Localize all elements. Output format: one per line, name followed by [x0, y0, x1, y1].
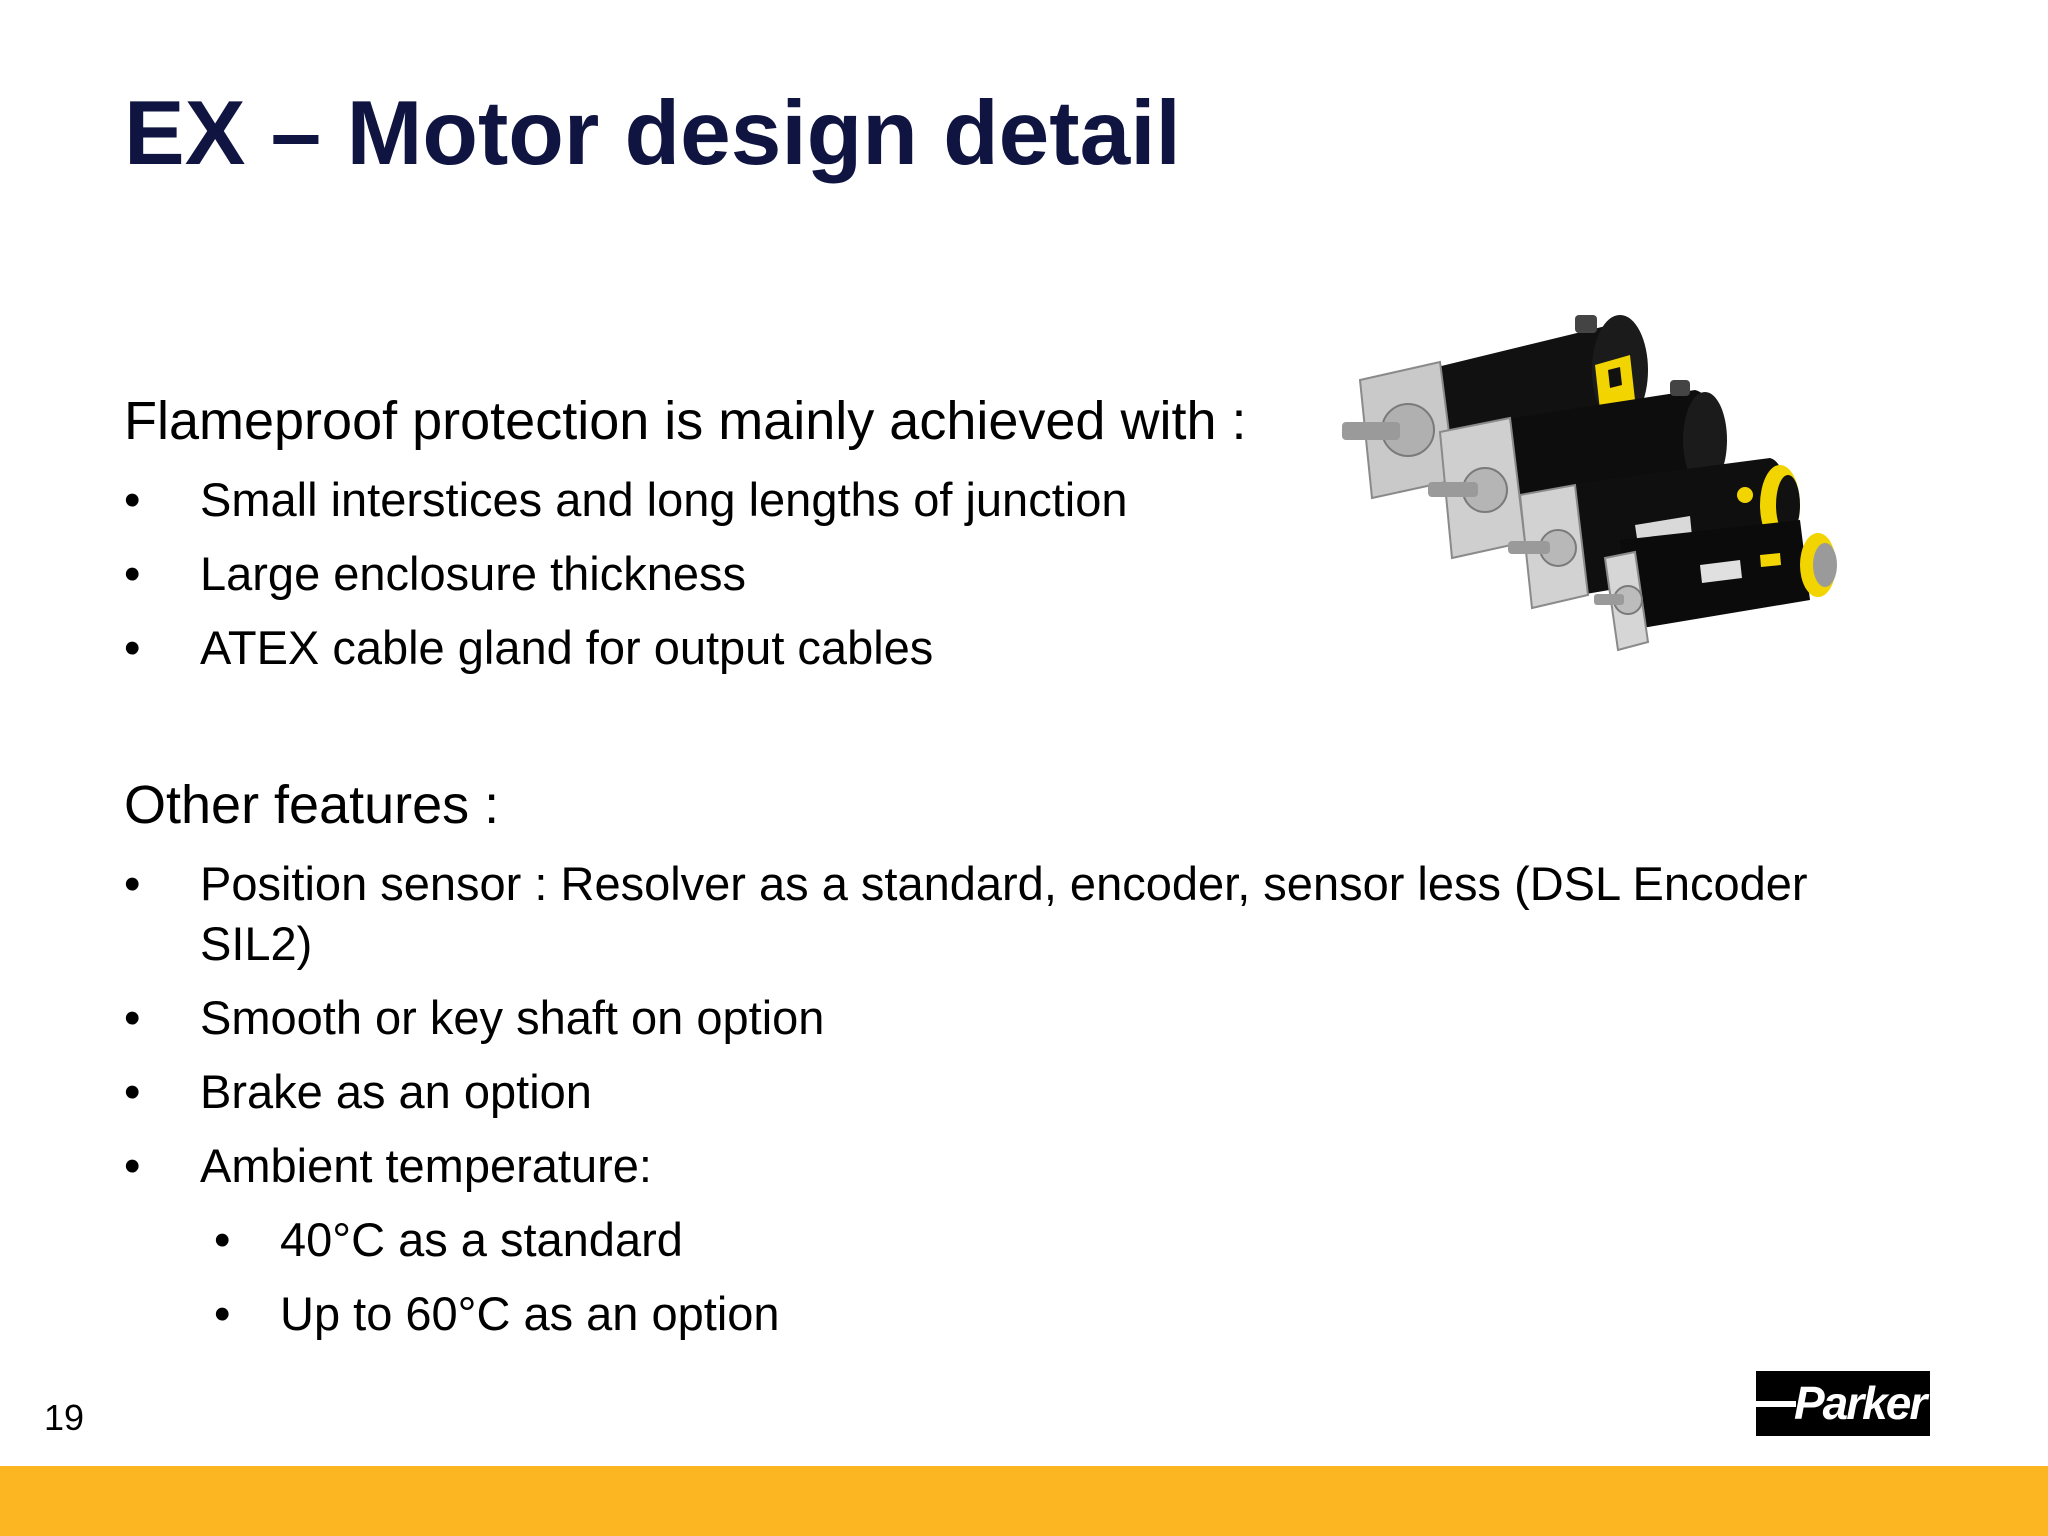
bullet-dot: •: [214, 1213, 231, 1266]
motor-smallest: [1594, 520, 1837, 652]
bullet-dot: •: [124, 991, 141, 1044]
bullet-text: Up to 60°C as an option: [280, 1287, 780, 1340]
ex-servo-motors-photo: [1342, 315, 1837, 652]
footer-accent-bar: [0, 1466, 2048, 1536]
bullet-dot: •: [124, 621, 141, 674]
page-number: 19: [44, 1397, 85, 1438]
bullet-item: • Large enclosure thickness: [124, 544, 1127, 604]
bullet-dot: •: [124, 1139, 141, 1192]
bullet-item: • Position sensor : Resolver as a standa…: [124, 854, 1900, 974]
bullet-item: • Smooth or key shaft on option: [124, 988, 1900, 1048]
bullet-text: Ambient temperature:: [200, 1139, 652, 1192]
sub-bullet-item: • Up to 60°C as an option: [214, 1284, 1900, 1344]
bullet-text: Large enclosure thickness: [200, 547, 747, 600]
parker-logo: Parker: [1756, 1371, 1930, 1436]
bullet-item: • Brake as an option: [124, 1062, 1900, 1122]
bullet-item: • ATEX cable gland for output cables: [124, 618, 1127, 678]
bullet-item: • Ambient temperature:: [124, 1136, 1900, 1196]
other-features-bullet-list: • Position sensor : Resolver as a standa…: [124, 854, 1900, 1358]
slide-title: EX – Motor design detail: [124, 83, 1181, 184]
bullet-text: Position sensor : Resolver as a standard…: [200, 857, 1808, 970]
bullet-text: Brake as an option: [200, 1065, 592, 1118]
bullet-dot: •: [124, 857, 141, 910]
bullet-item: • Small interstices and long lengths of …: [124, 470, 1127, 530]
flameproof-bullet-list: • Small interstices and long lengths of …: [124, 470, 1127, 692]
section-heading-flameproof: Flameproof protection is mainly achieved…: [124, 391, 1247, 451]
bullet-text: Smooth or key shaft on option: [200, 991, 825, 1044]
bullet-dot: •: [214, 1287, 231, 1340]
logo-bar: [1756, 1401, 1796, 1407]
bullet-dot: •: [124, 1065, 141, 1118]
bullet-dot: •: [124, 547, 141, 600]
bullet-text: ATEX cable gland for output cables: [200, 621, 934, 674]
logo-text: Parker: [1794, 1377, 1927, 1429]
section-heading-other-features: Other features :: [124, 775, 500, 835]
bullet-dot: •: [124, 473, 141, 526]
bullet-text: Small interstices and long lengths of ju…: [200, 473, 1128, 526]
sub-bullet-item: • 40°C as a standard: [214, 1210, 1900, 1270]
bullet-text: 40°C as a standard: [280, 1213, 683, 1266]
